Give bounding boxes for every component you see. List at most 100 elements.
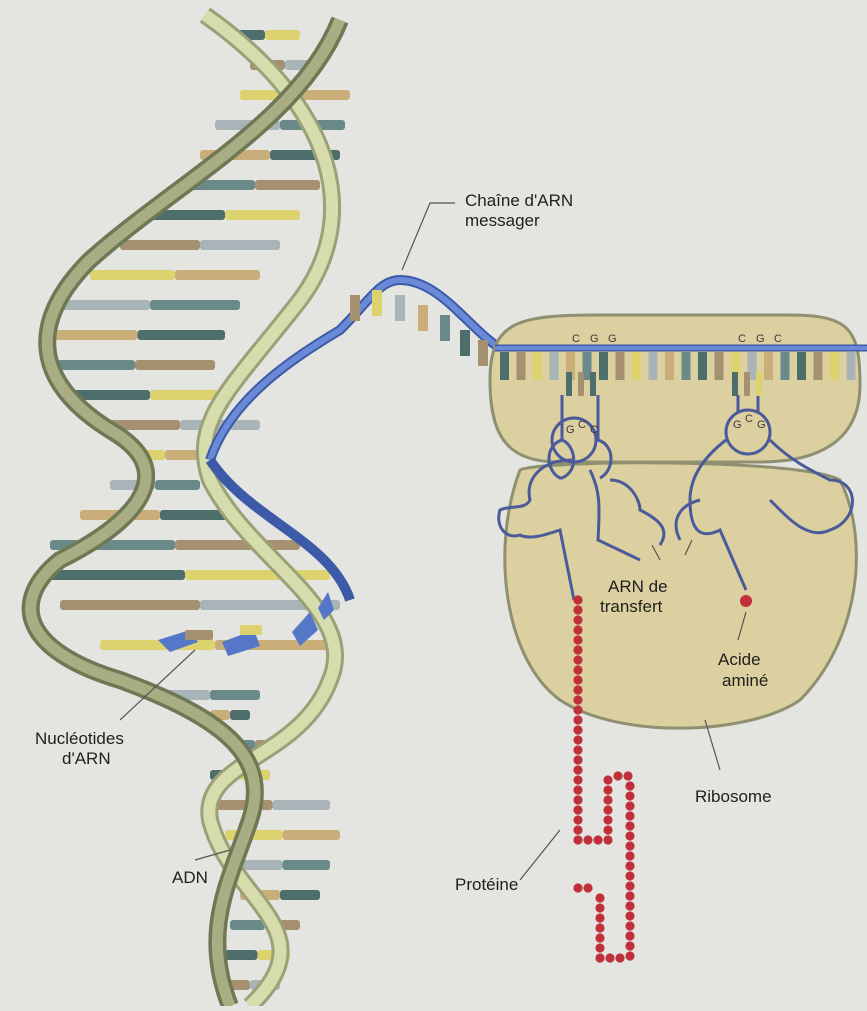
- base-pair-right: [155, 480, 200, 490]
- protein-residue: [595, 923, 604, 932]
- trna-left-anticodon: [566, 372, 596, 396]
- ribosome-large-subunit: [490, 315, 860, 462]
- label-amino-line2: aminé: [722, 671, 768, 690]
- base-pair-left: [40, 570, 185, 580]
- anticodon-left-2: C: [578, 419, 586, 431]
- trna-right-anticodon: [732, 372, 762, 396]
- mrna-base: [395, 295, 405, 321]
- protein-residue: [625, 861, 634, 870]
- mrna-base: [830, 352, 839, 380]
- protein-residue: [573, 795, 582, 804]
- ribosome-small-subunit: [505, 463, 857, 728]
- protein-residue: [573, 805, 582, 814]
- base-pair-left: [100, 640, 215, 650]
- mrna-base: [478, 340, 488, 366]
- protein-residue: [573, 645, 582, 654]
- protein-residue: [573, 825, 582, 834]
- codon-left-2: G: [590, 333, 599, 345]
- protein-residue: [625, 841, 634, 850]
- mrna-base: [665, 352, 674, 380]
- base-pair-right: [175, 540, 300, 550]
- protein-residue: [573, 735, 582, 744]
- protein-residue: [573, 695, 582, 704]
- label-ribosome: Ribosome: [695, 787, 772, 806]
- codon-left-3: G: [608, 333, 617, 345]
- base-pair-left: [50, 330, 138, 340]
- protein-residue: [625, 821, 634, 830]
- protein-residue: [625, 851, 634, 860]
- base-pair-right: [135, 360, 215, 370]
- protein-residue: [603, 795, 612, 804]
- protein-residue: [595, 903, 604, 912]
- protein-residue: [595, 893, 604, 902]
- base-pair-left: [90, 270, 175, 280]
- base-pair-right: [210, 690, 260, 700]
- protein-residue: [603, 785, 612, 794]
- protein-residue: [625, 901, 634, 910]
- base-pair-right: [175, 270, 260, 280]
- protein-residue: [623, 771, 632, 780]
- anticodon-right-1: G: [733, 419, 742, 431]
- protein-residue: [573, 775, 582, 784]
- mrna-base: [418, 305, 428, 331]
- protein-residue: [625, 811, 634, 820]
- protein-residue: [573, 725, 582, 734]
- protein-residue: [573, 675, 582, 684]
- mrna-base: [814, 352, 823, 380]
- base-pair-right: [273, 800, 331, 810]
- mrna-base: [517, 352, 526, 380]
- base-pair-right: [230, 710, 250, 720]
- protein-residue: [615, 953, 624, 962]
- protein-residue: [625, 801, 634, 810]
- protein-residue: [573, 835, 582, 844]
- protein-residue: [573, 615, 582, 624]
- mrna-base: [632, 352, 641, 380]
- mrna-base: [460, 330, 470, 356]
- protein-residue: [625, 871, 634, 880]
- protein-residue: [573, 765, 582, 774]
- mrna-base: [847, 352, 856, 380]
- protein-residue: [593, 835, 602, 844]
- protein-residue: [625, 891, 634, 900]
- label-trna-line1: ARN de: [608, 577, 668, 596]
- base-pair-left: [225, 950, 258, 960]
- anticodon-right-2: C: [745, 413, 753, 425]
- protein-residue: [603, 805, 612, 814]
- base-pair-left: [215, 800, 273, 810]
- base-pair-left: [120, 240, 200, 250]
- codon-right-3: C: [774, 333, 782, 345]
- protein-residue: [625, 791, 634, 800]
- protein-residue: [583, 835, 592, 844]
- protein-residue: [583, 883, 592, 892]
- base-pair-right: [255, 180, 320, 190]
- base-pair-right: [283, 860, 331, 870]
- mrna-base: [372, 290, 382, 316]
- protein-residue: [603, 815, 612, 824]
- base-pair-right: [138, 330, 226, 340]
- label-mrna-line2: messager: [465, 211, 540, 230]
- protein-residue: [573, 715, 582, 724]
- base-pair-right: [225, 210, 300, 220]
- codon-right-1: C: [738, 333, 746, 345]
- amino-acid-dot: [740, 595, 752, 607]
- protein-residue: [573, 745, 582, 754]
- base-pair-left: [55, 360, 135, 370]
- mrna-base: [440, 315, 450, 341]
- label-mrna-line1: Chaîne d'ARN: [465, 191, 573, 210]
- protein-residue: [573, 815, 582, 824]
- mrna-base: [781, 352, 790, 380]
- protein-residue: [603, 775, 612, 784]
- protein-residue: [603, 825, 612, 834]
- protein-residue: [573, 705, 582, 714]
- base-pair-right: [165, 450, 200, 460]
- mrna-base: [533, 352, 542, 380]
- protein-residue: [573, 785, 582, 794]
- label-nucleotides-line1: Nucléotides: [35, 729, 124, 748]
- protein-residue: [613, 771, 622, 780]
- base-pair-right: [185, 570, 330, 580]
- mrna-base: [616, 352, 625, 380]
- protein-residue: [625, 881, 634, 890]
- protein-residue: [595, 933, 604, 942]
